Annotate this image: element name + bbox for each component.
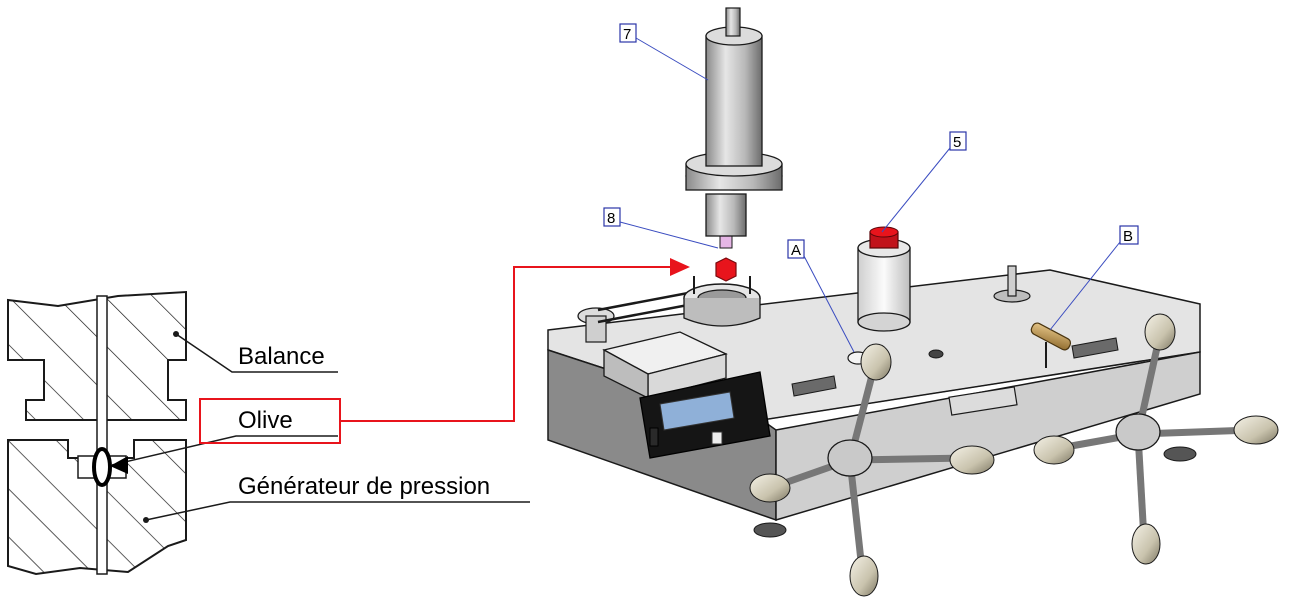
level-window-left xyxy=(791,375,837,397)
reservoir-body xyxy=(857,247,911,323)
cross-section-drawing xyxy=(7,290,530,576)
valve-stem xyxy=(1007,265,1017,297)
generator-leader xyxy=(145,501,530,521)
callout-7-box xyxy=(619,23,637,43)
reservoir-bottom xyxy=(857,312,911,332)
callout-7-label: 7 xyxy=(623,26,631,43)
olive-seal xyxy=(92,447,112,487)
piston-mount-body xyxy=(683,298,761,327)
hand-wheel-left xyxy=(749,343,995,597)
callout-B-leader xyxy=(1049,241,1121,331)
top-vent xyxy=(928,349,944,359)
knob xyxy=(1131,523,1161,565)
knob xyxy=(949,445,995,475)
callout-A-box xyxy=(787,239,805,259)
callout-A-label: A xyxy=(791,242,801,259)
power-switch xyxy=(711,431,723,445)
knob xyxy=(1033,435,1075,465)
piston-cylinder xyxy=(705,35,763,167)
highlight-connector xyxy=(340,266,672,422)
callout-B-box xyxy=(1119,225,1139,245)
callout-8-leader xyxy=(619,221,719,249)
callout-B-label: B xyxy=(1123,228,1133,245)
callout-8-label: 8 xyxy=(607,210,615,227)
brass-valve xyxy=(1030,322,1072,351)
wheel-hub xyxy=(827,439,873,477)
olive-label: Olive xyxy=(238,407,293,434)
hand-wheel-right xyxy=(1033,313,1279,565)
balance-leader-dot xyxy=(173,331,179,337)
reservoir-cap-top xyxy=(869,226,899,238)
wheel-hub xyxy=(1115,413,1161,451)
olive-arrowhead xyxy=(110,456,128,474)
knob xyxy=(860,343,892,381)
generator-leader-dot xyxy=(143,517,149,523)
callout-5-label: 5 xyxy=(953,134,961,151)
foot-front-right xyxy=(1163,446,1197,462)
balance-leader xyxy=(175,333,338,373)
piston-lower-body xyxy=(705,193,747,237)
knob xyxy=(1233,415,1279,445)
balance-label: Balance xyxy=(238,343,325,370)
generator-label: Générateur de pression xyxy=(238,473,490,500)
side-switch xyxy=(649,427,659,447)
callouts: 7 8 5 A B xyxy=(603,23,1139,353)
olive-leader xyxy=(111,435,338,466)
body-edge xyxy=(761,351,1201,421)
level-window-right xyxy=(1071,337,1119,359)
piston-stem xyxy=(725,7,741,37)
spoke xyxy=(1134,433,1148,541)
center-bore xyxy=(96,295,108,575)
label-plate xyxy=(948,386,1018,416)
knob xyxy=(749,473,791,503)
highlight-arrowhead xyxy=(670,258,690,276)
display-screen xyxy=(659,391,735,431)
apparatus xyxy=(547,7,1279,597)
callout-7-leader xyxy=(635,37,709,81)
spoke xyxy=(846,459,866,571)
callout-8-box xyxy=(603,207,621,227)
callout-5-box xyxy=(949,131,967,151)
olive-hexagon xyxy=(715,257,737,282)
callout-A-leader xyxy=(803,255,855,353)
knob xyxy=(1144,313,1176,351)
foot-front-left xyxy=(753,522,787,538)
knob xyxy=(849,555,879,597)
callout-5-leader xyxy=(881,147,951,233)
